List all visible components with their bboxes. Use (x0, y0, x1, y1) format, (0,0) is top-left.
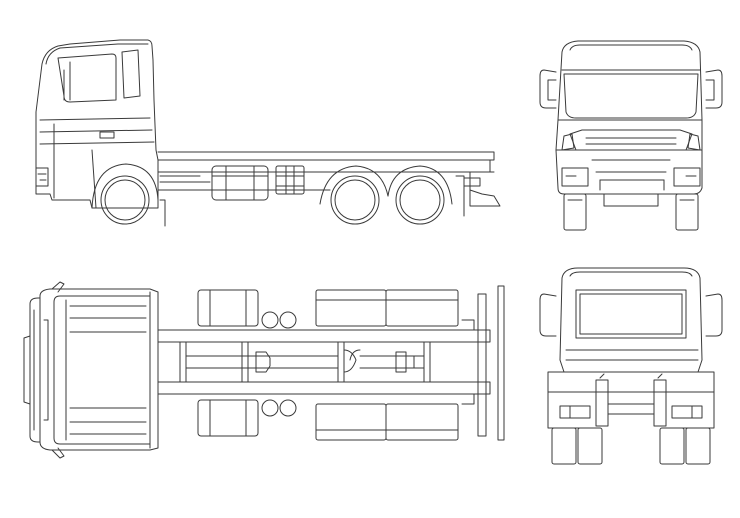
side-cab (35, 39, 159, 209)
front-cab (555, 40, 703, 151)
rear-mirrors (539, 293, 723, 337)
side-rear-wheel-1 (319, 165, 389, 225)
rear-lights (559, 405, 703, 419)
rear-cab (559, 267, 703, 373)
side-fuel-tank (211, 165, 269, 201)
rear-view (539, 267, 723, 465)
rear-tyres (551, 427, 711, 465)
top-rear-end (461, 285, 505, 441)
front-bumper (555, 149, 703, 195)
side-view (35, 39, 501, 227)
front-grille (561, 129, 701, 151)
front-mirrors (539, 69, 723, 109)
top-chassis-rails (157, 329, 491, 395)
side-front-wheel (91, 163, 159, 225)
top-driveshaft (255, 349, 415, 373)
top-view (23, 281, 505, 459)
rear-chassis (547, 371, 715, 429)
top-rear-axle-wheels (315, 289, 459, 441)
side-rear-wheel-2 (387, 165, 453, 225)
front-tyres (563, 193, 699, 231)
top-cab (23, 281, 159, 459)
front-view (539, 40, 723, 231)
top-fuel-tanks (197, 289, 297, 437)
side-battery-box (275, 165, 305, 195)
side-mudguard-bracket (455, 175, 465, 217)
